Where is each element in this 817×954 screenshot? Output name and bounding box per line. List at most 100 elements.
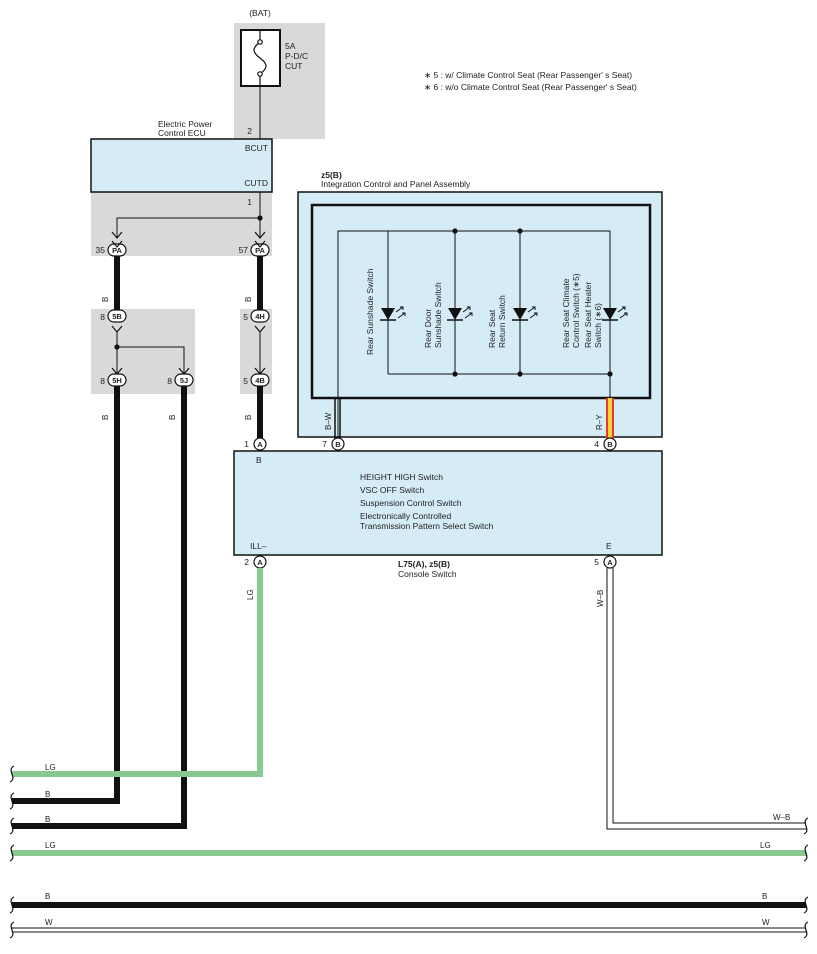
splice-panel-3 [452, 371, 458, 377]
switch-label-3b: Return Switch [497, 295, 507, 348]
wire-label-wb-1: W–B [596, 590, 605, 607]
wire-lg-ill [12, 568, 263, 777]
switch-label-1: Rear Sunshade Switch [365, 268, 375, 355]
console-top-pin: 1 [244, 439, 249, 449]
wire-label-b-7: B [45, 815, 50, 824]
ecu-pin-bottom: 1 [247, 197, 252, 207]
c4h-connector [250, 309, 270, 323]
wire-label-b-1: B [101, 297, 110, 302]
wire-wb-outer-1 [606, 568, 806, 830]
console-code: L75(A), z5(B) [398, 559, 450, 569]
ecu-pin-top: 2 [247, 126, 252, 136]
wire-label-b-3: B [101, 415, 110, 420]
wire-label-lg-2: LG [45, 763, 56, 772]
pa-right-code: PA [255, 246, 265, 255]
fuse-name-2: CUT [285, 61, 302, 71]
wire-ry-yellow [606, 398, 614, 439]
console-top-code: A [257, 440, 263, 449]
c4h-pin: 5 [243, 312, 248, 322]
switch-label-4c: Rear Seat Heater [583, 282, 593, 348]
c5h-code: 5H [112, 376, 122, 385]
wire-label-lg-3: LG [45, 841, 56, 850]
c5b-code: 5B [112, 312, 122, 321]
pa-left-pin: 35 [96, 245, 106, 255]
wire-label-bw: B–W [324, 412, 333, 430]
c5j-code: 5J [180, 376, 188, 385]
pa-right-lower-arrow [254, 240, 266, 248]
panel-right-pin: 4 [594, 439, 599, 449]
console-line-1: HEIGHT HIGH Switch [360, 472, 443, 482]
pa-left-arrow [111, 231, 123, 239]
panel-right-code: B [607, 440, 613, 449]
panel-left-code: B [335, 440, 341, 449]
panel-left-pin: 7 [322, 439, 327, 449]
wire-label-w-1: W [45, 918, 53, 927]
panel-right-connector [603, 437, 617, 451]
wire-label-b-8: B [45, 892, 50, 901]
console-e-code: A [607, 558, 613, 567]
note-5: ∗ 5 : w/ Climate Control Seat (Rear Pass… [424, 70, 632, 80]
console-ill-code: A [257, 558, 263, 567]
switch-label-3a: Rear Seat [487, 309, 497, 348]
ecu-term-cutd: CUTD [244, 178, 268, 188]
led-rear-seat-return-icon [512, 306, 538, 321]
console-ill-pin: 2 [244, 557, 249, 567]
led-rear-sunshade-icon [380, 306, 406, 321]
panel-left-connector [331, 437, 345, 451]
fuse-source: (BAT) [249, 8, 271, 18]
fuse-terminal-top [257, 39, 263, 45]
wire-label-w-2: W [762, 918, 770, 927]
fuse-rating: 5A [285, 41, 296, 51]
console-line-2: VSC OFF Switch [360, 485, 425, 495]
switch-label-4a: Rear Seat Climate [561, 278, 571, 348]
c5b-connector [107, 309, 127, 323]
c5j-pin: 8 [167, 376, 172, 386]
splice-panel-1 [452, 228, 458, 234]
c5b-pin: 8 [100, 312, 105, 322]
wire-label-lg-1: LG [246, 589, 255, 600]
wire-label-b-5: B [244, 415, 253, 420]
pa-left-lower-arrow [111, 240, 123, 248]
led-rear-seat-climate-icon [602, 306, 628, 321]
break-marks-left [9, 765, 15, 939]
wire-label-b-2: B [244, 297, 253, 302]
ecu-term-bcut: BCUT [245, 143, 268, 153]
panel-inner-box [310, 203, 652, 400]
switch-label-4d: Switch (∗6) [593, 303, 603, 348]
ecu-title-1: Electric Power [158, 119, 212, 129]
ecu-box [90, 138, 273, 193]
cutd-branch [116, 217, 260, 238]
panel-title: Integration Control and Panel Assembly [321, 179, 471, 189]
c5h-pin: 8 [100, 376, 105, 386]
switch-label-2a: Rear Door [423, 309, 433, 348]
splice-panel-2 [517, 228, 523, 234]
ecu-title-2: Control ECU [158, 128, 206, 138]
pa-right-pin: 57 [239, 245, 249, 255]
wire-label-lg-4: LG [760, 841, 771, 850]
splice-panel-5 [607, 371, 613, 377]
wire-wb-outer-2 [612, 568, 806, 824]
fuse-terminal-bottom [257, 71, 263, 77]
console-box [233, 450, 663, 556]
console-name: Console Switch [398, 569, 457, 579]
switch-label-2b: Sunshade Switch [433, 282, 443, 348]
wire-label-b-9: B [762, 892, 767, 901]
wire-label-b-4: B [168, 415, 177, 420]
led-rear-door-sunshade-icon [447, 306, 473, 321]
panel-wiring [337, 230, 611, 437]
switch-label-4b: Control Switch (∗5) [571, 273, 581, 348]
pa-right-arrow [254, 231, 266, 239]
console-line-5: Transmission Pattern Select Switch [360, 521, 494, 531]
junction-branch [117, 346, 185, 374]
console-e-connector [603, 555, 617, 569]
console-top-connector [253, 437, 267, 451]
console-line-4: Electronically Controlled [360, 511, 451, 521]
c4b-pin: 5 [243, 376, 248, 386]
pa-left-code: PA [112, 246, 122, 255]
console-term-ill: ILL– [250, 541, 267, 551]
wire-label-b-6: B [45, 790, 50, 799]
note-6: ∗ 6 : w/o Climate Control Seat (Rear Pas… [424, 82, 637, 92]
wire-label-wb-2: W–B [773, 813, 790, 822]
